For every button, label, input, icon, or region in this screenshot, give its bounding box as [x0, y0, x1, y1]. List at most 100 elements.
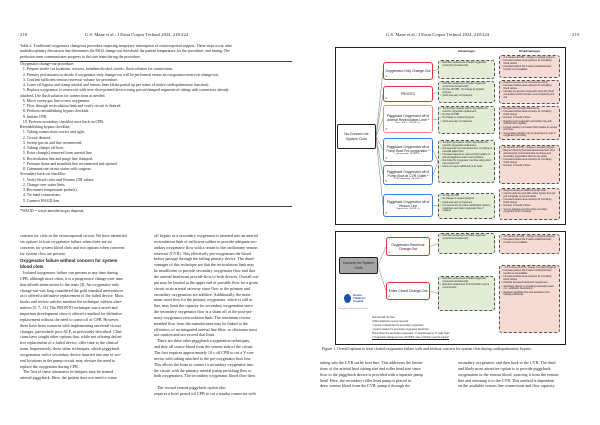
body-text-line: change-out was long considered the gold … — [20, 287, 123, 293]
body-text-line: before passage through the failing prima… — [154, 256, 255, 262]
disadvantage-item: Increased surface area exposure for circ… — [502, 111, 558, 116]
option-number: 3 — [385, 127, 387, 131]
body-text-line: cians have sought other options that, wh… — [20, 334, 123, 340]
body-text-line: use caution and not exceed that limit. — [154, 332, 216, 338]
disadvantage-item: Increased patient risk if native cardiop… — [502, 66, 558, 71]
legend-line: CVR=cardiotomy venous reservoir — [372, 319, 409, 323]
body-text-line: natives [5, 7, 13]. The PRONTO technique… — [20, 305, 118, 311]
body-text-line: There are three other piggyback oxygenat… — [154, 338, 251, 344]
advantage-item: No time off CPB — [441, 114, 493, 117]
body-text-line: there have been concerns with implementi… — [20, 322, 121, 328]
advantage-item: No change in surgical progress — [441, 198, 493, 201]
advantage-item: Temporizing measure which may obviate th… — [441, 142, 493, 147]
table-line: 6. Recirculation line and purge line cla… — [20, 156, 93, 161]
connector-line — [375, 136, 384, 206]
table-caption-line: multidisciplinary discussion that determ… — [20, 49, 230, 54]
table-line: 5. Replace oxygenator (± reservoir) with… — [20, 88, 229, 93]
section-heading: Oxygenator failure without concern for s… — [20, 258, 118, 263]
body-text-line: the circuit with the primary arterial pu… — [154, 367, 252, 373]
body-text-line: concerns for system blood clots and two … — [20, 244, 125, 250]
table-line: Reestablishing bypass checklist: — [20, 125, 71, 129]
legend-line: Pump=driver for secondary oxygenator: 1°… — [372, 331, 450, 335]
option-node-n6: Piggyback Oxygenator off of Venous Line↑… — [383, 194, 433, 217]
disadvantage-item: Requires precise circuit connections/cut… — [502, 82, 558, 85]
advantages-box: Definitive replacement of failed oxygena… — [438, 60, 495, 79]
table-line: 2. Change over water lines. — [20, 182, 66, 187]
table-line: Secondary back-on checklist: — [20, 172, 66, 177]
table-line: 1. Prepare sterile cut locations: scisso… — [20, 67, 174, 72]
option-number: 2 — [385, 96, 387, 100]
table-line: 5. Connect WAGD line. — [20, 198, 61, 203]
connector-line — [429, 290, 439, 294]
advantages-box: Definitive replacement of failed oxygena… — [438, 276, 495, 311]
advantage-item: No change in surgical progress — [441, 117, 493, 120]
disadvantages-box: Requires precise circuit connections/cut… — [499, 80, 560, 104]
table-line: 7. Flow through recirculation limb and v… — [20, 104, 122, 108]
body-text-line: team. Impressively, these other techniqu… — [20, 346, 120, 352]
body-text-line: oxygenation with a secondary device inse… — [20, 351, 122, 357]
advantage-item: Definitive replacement of circuit which … — [441, 284, 493, 289]
advantage-item: Quick and easy to implement — [441, 95, 493, 98]
connector-line — [375, 136, 384, 151]
connector-line — [432, 91, 439, 95]
disadvantage-item: 10 seconds off CPB – change in surgical … — [502, 147, 558, 150]
advantage-item: Not dependent on max device flow; no cha… — [441, 148, 493, 153]
disadvantage-item: Requires significant time and assistance… — [502, 292, 558, 297]
body-text-line: Isolated oxygenator failure can present … — [20, 270, 118, 275]
disadvantage-item: Duration of benefit unclear — [502, 165, 558, 168]
body-text-line: six options to treat oxygenator failure … — [20, 238, 112, 244]
option-label: Oxygenator-Reservoir Change-Out — [391, 242, 425, 251]
advantage-item: Definitive replacement of failed oxygena… — [441, 62, 493, 67]
body-text-line: line, may limit the capacity for seconda… — [154, 303, 253, 309]
table-line: 9. Initiate CPB. — [20, 114, 48, 119]
table-line: 1. Verify blood color and Terumo CDI val… — [20, 177, 95, 182]
table-line: 1. Tubing connections correct and tight. — [20, 130, 85, 135]
advantage-item: If at venous line for active ultrafiltra… — [441, 205, 493, 213]
body-text-line: line and returning it to the CVR. This m… — [458, 377, 555, 383]
body-text-line: both oxygenators. The secondary oxygenat… — [154, 373, 255, 379]
disadvantage-item: Requires access to additional pump head — [502, 190, 558, 193]
disadvantage-item: Oxygenation capacity may be dependent on… — [502, 133, 558, 138]
section-heading: blood clots — [20, 263, 44, 269]
disadvantage-item: ~1-2 minutes off CPB – change in surgica… — [502, 267, 558, 270]
option-label: Piggyback Oxygenator off of Venous Line — [386, 200, 430, 209]
body-text-line: CPB, although more often, it is a progre… — [20, 275, 124, 281]
connector-line — [375, 93, 384, 137]
connector-line — [432, 149, 439, 162]
body-text-line: mary-oxygenator recirculation limb. The … — [154, 314, 252, 320]
body-text-line: changes, particularly post-ALF, as previ… — [20, 328, 123, 334]
connector-line — [432, 205, 439, 207]
table-line: attached. Use flush solution for connect… — [20, 93, 106, 98]
body-text-line: tive replacement of a failed device, off… — [20, 340, 119, 346]
body-text-line: on the available venous line connections… — [458, 383, 556, 389]
disadvantages-box: Requires flow through failed deviceIncre… — [499, 106, 560, 140]
body-text-line: concern for clots in the extracorporeal … — [20, 233, 127, 238]
table-footnote: *WAGD = waste anesthesia gas disposal. — [20, 209, 85, 213]
hospital-logo-tagline: Where the world comes for answers — [338, 308, 369, 310]
disadvantages-box: ~1-2 minutes off CPB – change in surgica… — [499, 265, 560, 333]
advantage-item: Definitive replacement of failed oxygena… — [441, 235, 493, 240]
root-concern-for-system-clots: Concern for System Clots — [339, 257, 378, 274]
advantage-item: Does not require additional pump head — [441, 166, 493, 169]
option-label: Piggyback Oxygenator off of Arterial Rec… — [386, 113, 430, 122]
disadvantage-item: 2-4 minutes off CPB – change in surgical… — [502, 57, 558, 60]
option-symbols: Limb ↑ 3/8 in., ↑ΔCVR, Fr ↑ — [394, 121, 422, 124]
disadvantages-header: Disadvantages — [519, 49, 541, 53]
option-label: Piggyback Oxygenator off of Pump Boot Pr… — [386, 144, 430, 153]
body-text-line: head. Here, the secondary roller head pu… — [320, 377, 412, 383]
body-text-line: circuit in an arterial raceway since flo… — [154, 285, 250, 291]
option-label: Entire Circuit Change-Out — [388, 289, 428, 293]
body-text-line: replacement without the need to come off… — [20, 316, 120, 322]
connector-line — [375, 136, 384, 176]
body-text-line: The first of these alternative technique… — [20, 369, 114, 375]
connector-line — [432, 118, 439, 121]
option-number: 1 — [385, 74, 387, 78]
option-symbols: ↑ pre-oxy boot, ↑ΔCVR, Fr ↑ — [394, 152, 422, 155]
advantages-box: Definitive replacement of failed oxygena… — [438, 81, 495, 103]
disadvantages-box: 3-5 minutes off CPB – change in surgical… — [499, 234, 560, 254]
advantage-item: Definitive replacement of failed oxygena… — [441, 83, 493, 88]
